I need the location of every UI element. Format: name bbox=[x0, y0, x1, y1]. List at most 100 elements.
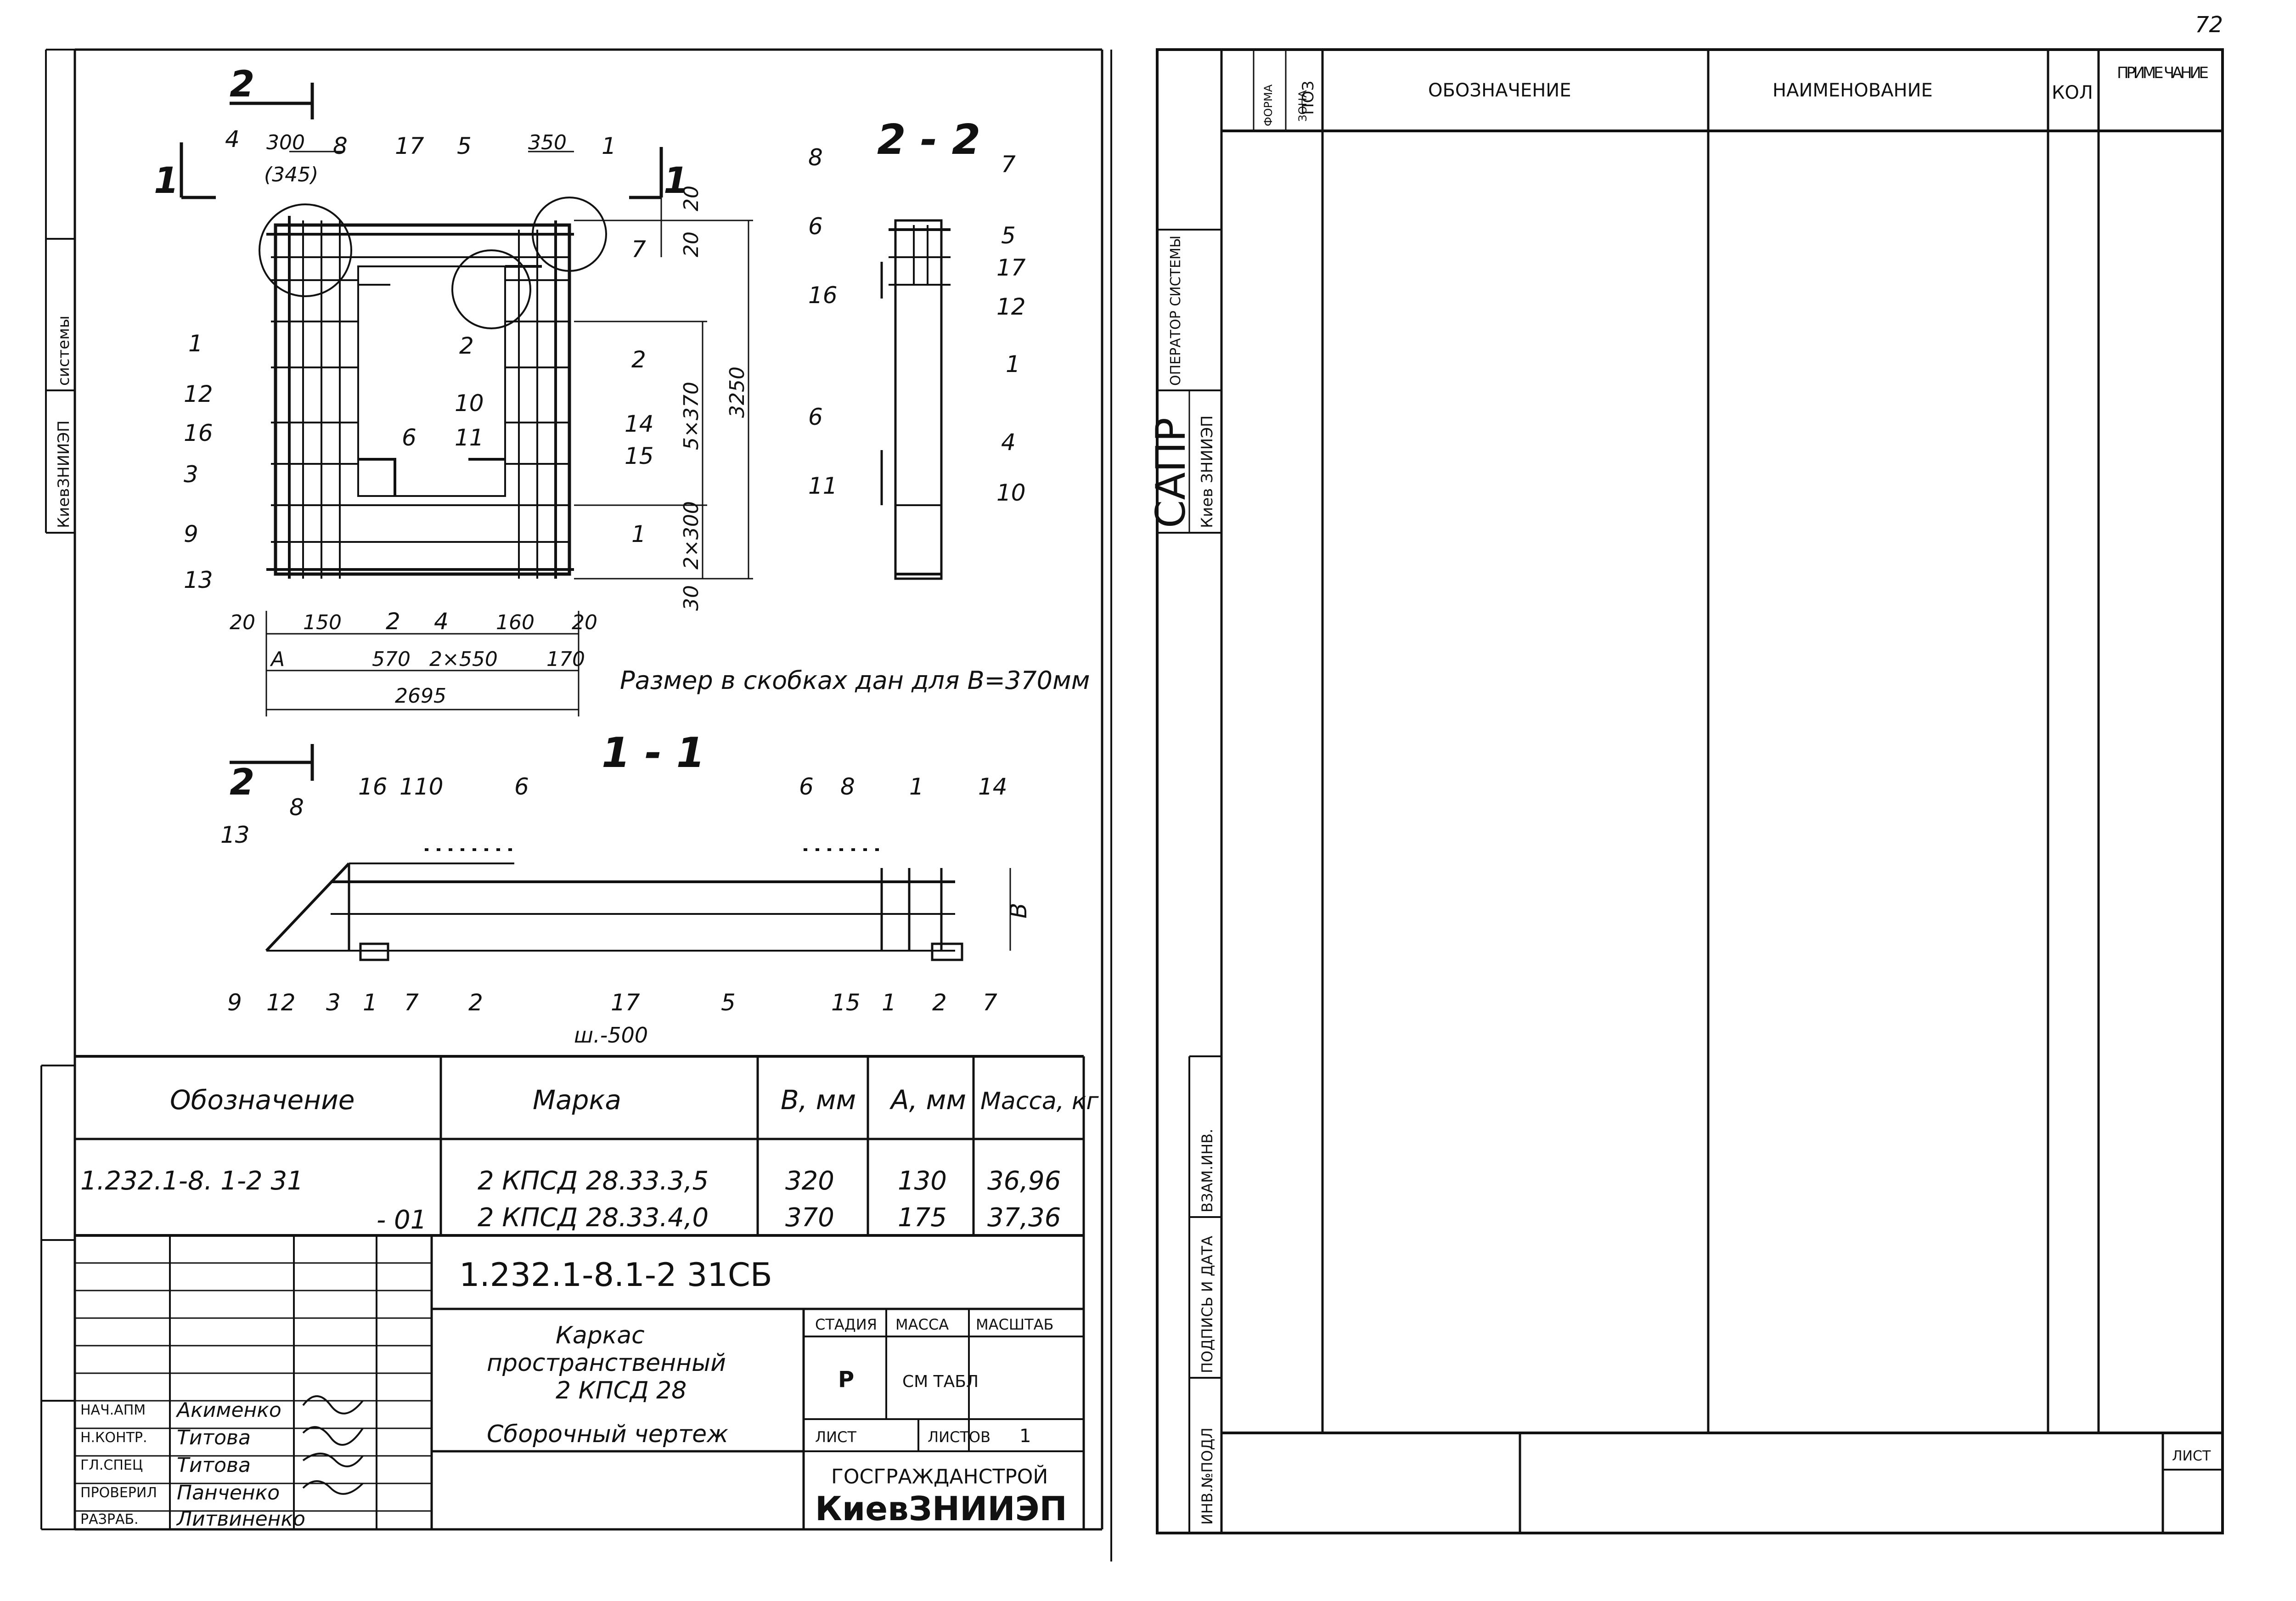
row-designation: - 01 bbox=[377, 1205, 427, 1235]
dim-label: 300 bbox=[266, 131, 305, 154]
stamp-group: системы bbox=[55, 316, 73, 386]
callout: 3 bbox=[184, 461, 198, 488]
left-sheet-frame bbox=[40, 48, 1112, 1562]
col-header: ПОЗ bbox=[1299, 81, 1317, 115]
callout: 8 bbox=[333, 133, 348, 159]
sig-role: НАЧ.АПМ bbox=[80, 1402, 146, 1418]
stamp-org: КиевЗНИИЭП bbox=[55, 420, 73, 528]
section-2-2-title: 2 - 2 bbox=[877, 116, 980, 164]
dim-label: 20 bbox=[230, 611, 255, 634]
col-header: Марка bbox=[533, 1084, 621, 1116]
callout: 7 bbox=[404, 989, 419, 1016]
drawing-type: Сборочный чертеж bbox=[487, 1421, 728, 1448]
signature-scribbles bbox=[302, 1395, 364, 1495]
callout: 16 bbox=[184, 420, 213, 446]
org-name-1: ГОСГРАЖДАНСТРОЙ bbox=[831, 1464, 1048, 1488]
callout: 7 bbox=[983, 989, 997, 1016]
section-mark-2-bottom: 2 bbox=[230, 762, 254, 803]
callout: 6 bbox=[514, 773, 529, 800]
title-block-lines bbox=[75, 1235, 1084, 1529]
sheets-count: 1 bbox=[1019, 1426, 1031, 1447]
callout: 1 bbox=[882, 989, 896, 1016]
callout: 110 bbox=[400, 773, 443, 800]
right-sheet-frame bbox=[1156, 48, 2224, 1534]
sig-name: Акименко bbox=[175, 1398, 281, 1422]
callout: 7 bbox=[631, 236, 646, 263]
dim-label: 160 bbox=[496, 611, 535, 634]
signature-names: Акименко Титова Титова Панченко Литвинен… bbox=[175, 1398, 305, 1531]
callout: 1 bbox=[188, 330, 203, 357]
spec-table-lines bbox=[75, 1055, 1085, 1529]
inv-label: ИНВ.№ПОДЛ bbox=[1199, 1427, 1216, 1525]
sig-role: РАЗРАБ. bbox=[80, 1511, 139, 1528]
callout: 12 bbox=[266, 989, 296, 1016]
sig-name: Титова bbox=[177, 1454, 251, 1477]
title-labels: СТАДИЯ МАССА МАСШТАБ ЛИСТ ЛИСТОВ 1 bbox=[815, 1316, 1053, 1447]
callout: 4 bbox=[434, 608, 449, 635]
callout: 7 bbox=[1001, 151, 1016, 178]
callout: 10 bbox=[455, 390, 484, 417]
callout: 6 bbox=[808, 404, 823, 430]
dim-label: 2×550 bbox=[429, 648, 498, 671]
row-b: 370 bbox=[785, 1203, 834, 1233]
callout: 16 bbox=[808, 282, 838, 309]
dim-label: 2×300 bbox=[680, 501, 703, 569]
title-line: 2 КПСД 28 bbox=[556, 1377, 687, 1404]
col-header: КОЛ bbox=[2052, 82, 2093, 103]
podpis-label: ПОДПИСЬ И ДАТА bbox=[1199, 1236, 1216, 1373]
operator-label: ОПЕРАТОР СИСТЕМЫ bbox=[1168, 236, 1184, 386]
label-scale: МАСШТАБ bbox=[976, 1316, 1053, 1333]
dim-label: (345) bbox=[264, 163, 318, 186]
callout: 5 bbox=[457, 133, 472, 159]
dim-label: 3250 bbox=[726, 366, 749, 418]
row-mass: 37,36 bbox=[987, 1203, 1061, 1233]
title-line: Каркас bbox=[556, 1322, 645, 1349]
callout: 1 bbox=[631, 521, 646, 547]
kiev-label: Киев ЗНИИЭП bbox=[1198, 415, 1216, 528]
col-header: Обозначение bbox=[170, 1084, 355, 1116]
title-name: Каркас пространственный 2 КПСД 28 Сбороч… bbox=[487, 1322, 728, 1448]
dim-label: 170 bbox=[546, 648, 585, 671]
row-b: 320 bbox=[785, 1166, 834, 1196]
dim-label: 20 bbox=[680, 231, 703, 257]
callout: 17 bbox=[611, 989, 640, 1016]
dim-label: 20 bbox=[572, 611, 597, 634]
callout: 6 bbox=[808, 213, 823, 240]
plan-dimension-labels: 300 (345) 350 20 20 3250 5×370 2×300 30 … bbox=[230, 131, 749, 708]
label-stage: СТАДИЯ bbox=[815, 1316, 877, 1333]
section-2-2-callouts: 8 7 6 5 17 16 12 1 6 4 11 10 bbox=[808, 144, 1026, 506]
callout: 1 bbox=[909, 773, 924, 800]
dim-label: 2695 bbox=[395, 684, 446, 708]
callout: 11 bbox=[455, 424, 484, 451]
callout: 6 bbox=[402, 424, 416, 451]
callout: 1 bbox=[1006, 351, 1020, 378]
signature-roles: НАЧ.АПМ Н.КОНТР. ГЛ.СПЕЦ ПРОВЕРИЛ РАЗРАБ… bbox=[80, 1402, 157, 1528]
callout: 2 bbox=[468, 989, 483, 1016]
section-mark-1-left: 1 bbox=[154, 160, 179, 202]
col-header: ОБОЗНАЧЕНИЕ bbox=[1428, 80, 1571, 101]
title-line: пространственный bbox=[487, 1349, 726, 1377]
callout: 17 bbox=[996, 254, 1026, 281]
section-mark-2-top: 2 bbox=[230, 64, 254, 105]
callout: 8 bbox=[840, 773, 855, 800]
dim-label: А bbox=[270, 648, 285, 671]
callout: 4 bbox=[1001, 429, 1016, 456]
callout: 4 bbox=[225, 126, 240, 152]
sig-role: Н.КОНТР. bbox=[80, 1430, 147, 1446]
dim-label: 570 bbox=[372, 648, 411, 671]
callout: 17 bbox=[395, 133, 424, 159]
right-headers: ОБОЗНАЧЕНИЕ НАИМЕНОВАНИЕ КОЛ bbox=[1428, 80, 2093, 103]
callout: 12 bbox=[996, 293, 1026, 320]
section-1-1-note: ш.-500 bbox=[574, 1023, 648, 1048]
callout: В bbox=[1005, 903, 1032, 919]
section-markers bbox=[180, 83, 663, 781]
label-sheet: ЛИСТ bbox=[815, 1428, 856, 1446]
vzam-label: ВЗАМ.ИНВ. bbox=[1199, 1129, 1216, 1212]
callout: 3 bbox=[326, 989, 341, 1016]
row-mass: 36,96 bbox=[987, 1166, 1061, 1196]
label-mass: МАССА bbox=[895, 1316, 949, 1333]
plan-callouts: 4 8 17 5 1 7 2 1 2 12 16 3 9 13 6 10 11 … bbox=[184, 126, 654, 635]
callout: 15 bbox=[831, 989, 861, 1016]
callout: 5 bbox=[721, 989, 736, 1016]
